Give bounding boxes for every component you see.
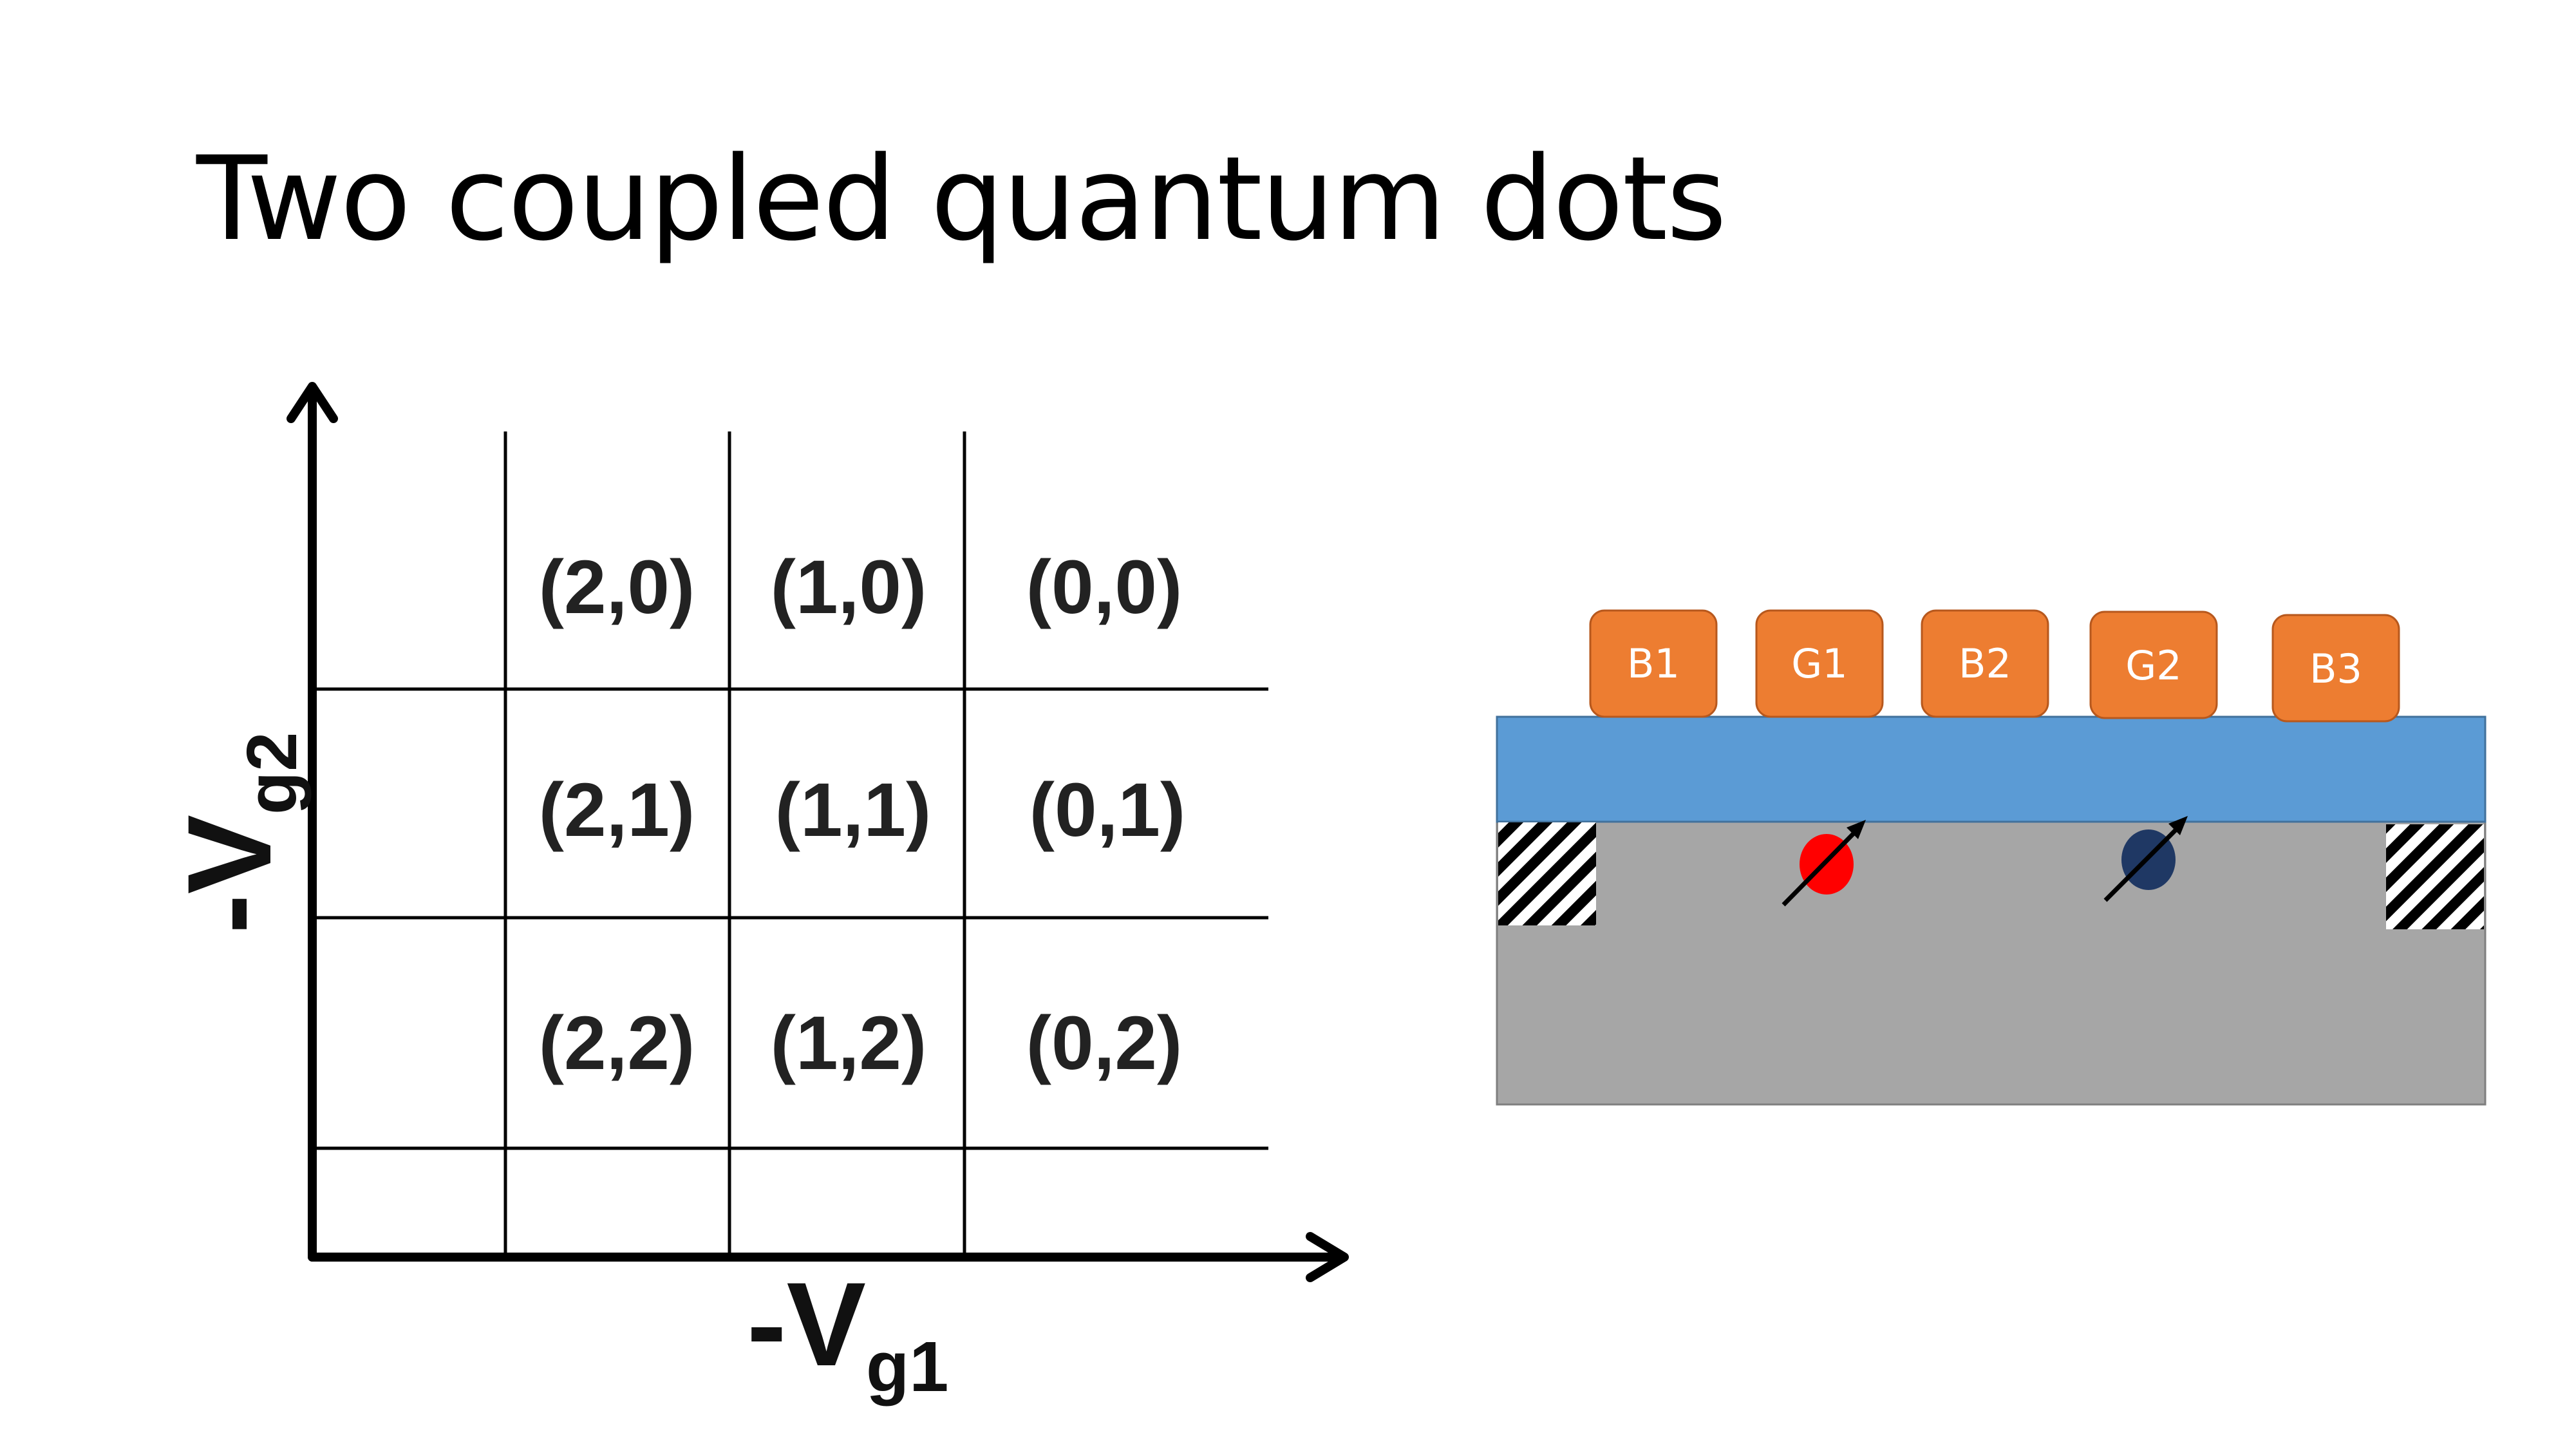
cell-label-2-2: (2,2) [539,1001,695,1086]
spin-arrowhead-left [1847,820,1866,839]
x-axis-arrowhead [1306,1232,1349,1282]
quantum-dot-right [2103,816,2188,902]
cell-label-1-0: (1,0) [771,545,927,630]
stability-diagram: (2,0) (1,0) (0,0) (2,1) (1,1) (0,1) (2,2… [164,382,1349,1406]
slide-title: Two coupled quantum dots [196,132,1727,267]
gate-label-b1: B1 [1627,640,1680,687]
gate-g1: G1 [1755,609,1884,718]
gate-label-g1: G1 [1791,640,1848,687]
y-axis-label: -Vg2 [164,732,312,934]
contact-left [1498,822,1596,925]
oxide-layer [1496,715,2487,823]
x-axis-label-main: -V [747,1258,866,1391]
gate-label-b2: B2 [1959,640,2011,687]
quantum-dot-left [1782,820,1866,907]
gate-b3: B3 [2271,614,2400,723]
spin-arrow-right [2103,822,2183,902]
gate-label-b3: B3 [2309,645,2362,692]
substrate [1496,820,2487,1106]
cell-label-1-1: (1,1) [775,768,932,853]
axes [287,382,1349,1282]
cell-label-0-2: (0,2) [1026,1001,1183,1086]
cell-label-1-2: (1,2) [771,1001,927,1086]
gate-label-g2: G2 [2125,642,2182,689]
spin-arrowhead-right [2168,816,2188,835]
gate-b2: B2 [1921,609,2049,718]
cell-label-0-1: (0,1) [1029,768,1186,853]
cell-label-2-0: (2,0) [539,545,695,630]
cell-label-2-1: (2,1) [539,768,695,853]
cell-label-0-0: (0,0) [1026,545,1183,630]
x-axis-label: -Vg1 [747,1258,948,1406]
x-axis-label-subscript: g1 [866,1327,948,1406]
spin-arrow-left [1782,826,1861,907]
y-axis-label-subscript: g2 [232,732,312,815]
contact-right [2386,824,2484,929]
gate-g2: G2 [2089,611,2218,719]
grid-lines [312,431,1268,1256]
gate-b1: B1 [1589,609,1718,718]
device-cross-section: B1 G1 B2 G2 B3 [1496,609,2487,1106]
y-axis-arrowhead [287,382,338,423]
y-axis-label-main: -V [164,815,296,934]
